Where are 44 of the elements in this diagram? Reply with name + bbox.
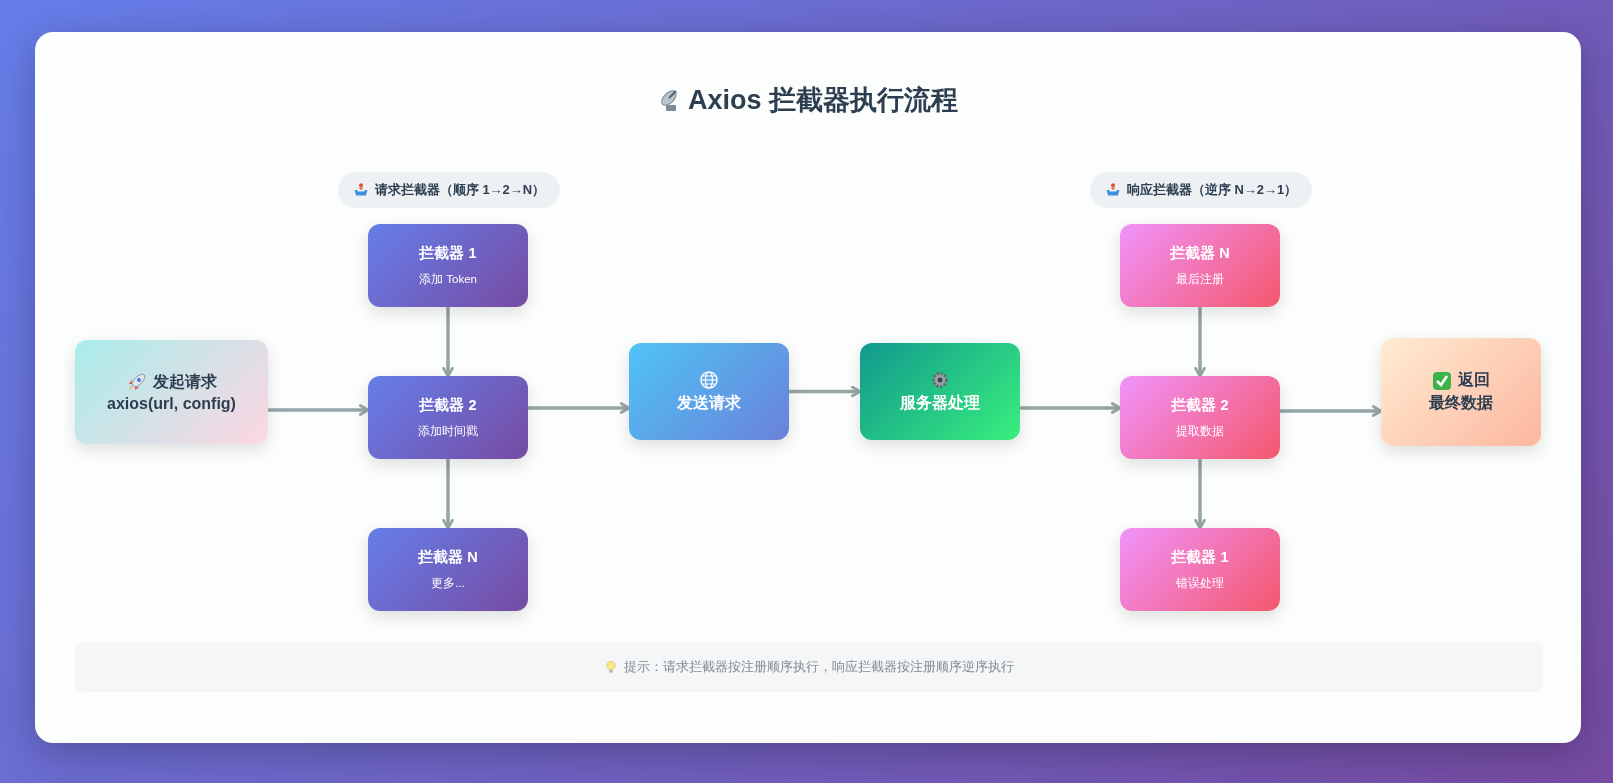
- group-label: 请求拦截器（顺序 1→2→N）: [374, 181, 546, 199]
- hint-banner: [75, 642, 1543, 692]
- interceptor-name: 拦截器 1: [1171, 548, 1229, 567]
- arrow: [1194, 307, 1206, 378]
- node-label: 最终数据: [1429, 393, 1493, 413]
- arrow: [1020, 402, 1122, 414]
- node-label: 发起请求: [152, 371, 217, 392]
- arrow: [1194, 459, 1206, 530]
- group-label: 响应拦截器（逆序 N→2→1）: [1126, 181, 1298, 199]
- interceptor-box: [1120, 376, 1280, 459]
- interceptor-name: 拦截器 N: [418, 548, 478, 567]
- interceptor-name: 拦截器 N: [1170, 244, 1230, 263]
- interceptor-name: 拦截器 2: [1171, 396, 1229, 415]
- arrow: [789, 385, 862, 398]
- diagram-title: Axios 拦截器执行流程: [688, 84, 958, 117]
- arrow: [528, 402, 631, 414]
- group-label-pill: [1090, 172, 1312, 208]
- interceptor-name: 拦截器 2: [419, 396, 477, 415]
- interceptor-box: [368, 224, 528, 307]
- process-box: [629, 343, 789, 440]
- node-label: axios(url, config): [107, 394, 236, 413]
- group-label-pill: [338, 172, 560, 208]
- interceptor-description: 添加 Token: [419, 272, 477, 287]
- interceptor-description: 添加时间戳: [418, 424, 478, 439]
- interceptor-box: [368, 528, 528, 611]
- interceptor-description: 提取数据: [1176, 424, 1224, 439]
- node-label: 返回: [1458, 370, 1490, 390]
- arrow: [442, 459, 454, 530]
- interceptor-box: [368, 376, 528, 459]
- process-box: [860, 343, 1020, 440]
- result-box: [1381, 338, 1541, 446]
- interceptor-box: [1120, 224, 1280, 307]
- node-label: 发送请求: [677, 392, 741, 413]
- interceptor-description: 最后注册: [1176, 272, 1224, 287]
- interceptor-description: 错误处理: [1176, 576, 1224, 591]
- interceptor-box: [1120, 528, 1280, 611]
- arrow: [1280, 405, 1383, 417]
- interceptor-description: 更多...: [431, 576, 465, 591]
- hint-text: 提示：请求拦截器按注册顺序执行，响应拦截器按注册顺序逆序执行: [624, 658, 1014, 676]
- arrow: [442, 307, 454, 378]
- arrow: [268, 404, 370, 416]
- node-label: 服务器处理: [900, 392, 980, 413]
- interceptor-name: 拦截器 1: [419, 244, 477, 263]
- start-box: [75, 340, 268, 444]
